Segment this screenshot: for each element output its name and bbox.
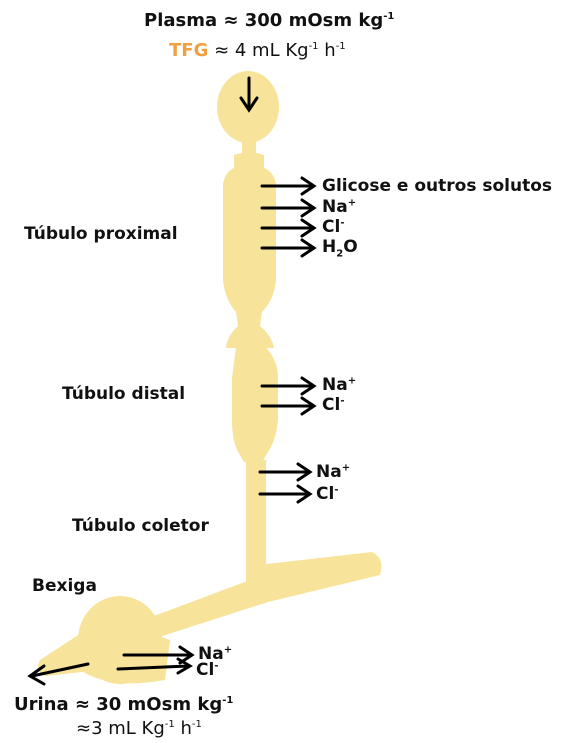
- ureter-right: [246, 552, 381, 602]
- bladder-label: Bexiga: [32, 578, 97, 595]
- proximal-output-na: Na+: [322, 199, 356, 216]
- distal-tubule: [232, 340, 278, 462]
- proximal-tubule-label: Túbulo proximal: [24, 226, 178, 243]
- distal-output-na: Na+: [322, 377, 356, 394]
- proximal-output-cl: Cl-: [322, 219, 344, 236]
- proximal-output-h2o: H2O: [322, 239, 358, 256]
- tfg-label: TFG: [169, 40, 208, 61]
- tfg-line: TFG ≈ 4 mL Kg-1 h-1: [169, 42, 346, 60]
- coletor-output-cl: Cl-: [316, 486, 338, 503]
- coletor-arrow-na: [260, 464, 310, 480]
- bexiga-output-cl: Cl-: [196, 662, 218, 679]
- coletor-output-na: Na+: [316, 464, 350, 481]
- coletor-arrow-cl: [260, 486, 310, 502]
- collecting-duct-label: Túbulo coletor: [72, 518, 209, 535]
- plasma-label: Plasma ≈ 300 mOsm kg-1: [144, 12, 394, 30]
- urine-label: Urina ≈ 30 mOsm kg-1: [14, 696, 233, 714]
- distal-tubule-label: Túbulo distal: [62, 386, 185, 403]
- proximal-tubule: [223, 153, 276, 349]
- proximal-output-glicose: Glicose e outros solutos: [322, 178, 552, 195]
- distal-output-cl: Cl-: [322, 397, 344, 414]
- urine-flow-label: ≈3 mL Kg-1 h-1: [76, 720, 202, 738]
